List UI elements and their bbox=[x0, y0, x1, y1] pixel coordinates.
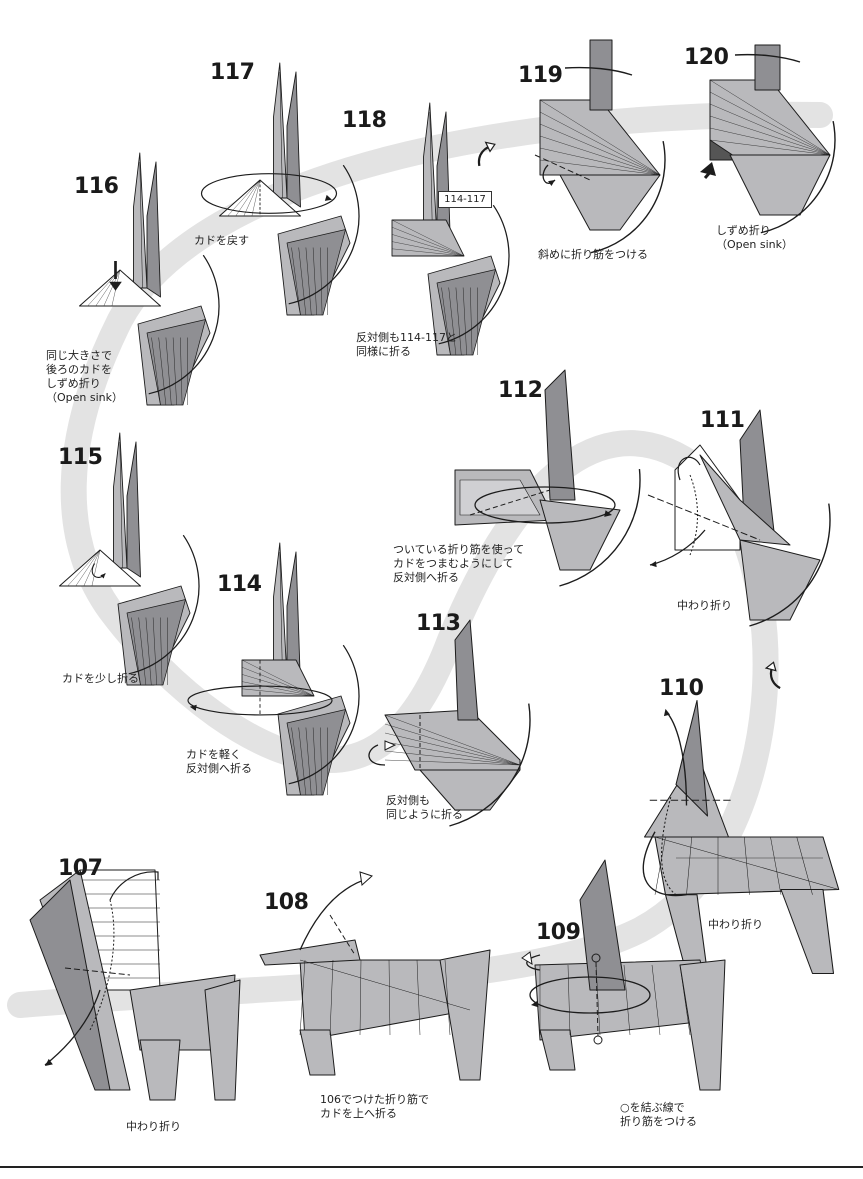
figure-step-120 bbox=[700, 44, 836, 234]
caption-116: 同じ大きさで 後ろのカドを しずめ折り （Open sink） bbox=[46, 349, 124, 404]
figure-step-109 bbox=[521, 859, 726, 1091]
figure-step-107 bbox=[29, 869, 241, 1101]
step-number-120: 120 bbox=[684, 45, 729, 70]
figure-step-118 bbox=[391, 102, 510, 356]
step-number-111: 111 bbox=[700, 408, 745, 433]
turn-over-icon bbox=[764, 661, 781, 690]
step-number-108: 108 bbox=[264, 890, 309, 915]
caption-118: 反対側も114-117と 同様に折る bbox=[356, 331, 457, 358]
caption-114: カドを軽く 反対側へ折る bbox=[186, 748, 252, 775]
page-bottom-rule bbox=[0, 1166, 863, 1168]
figure-step-111 bbox=[647, 409, 831, 690]
step-number-114: 114 bbox=[217, 572, 262, 597]
reference-box-118: 114-117 bbox=[438, 191, 492, 208]
step-number-115: 115 bbox=[58, 445, 103, 470]
figure-step-110 bbox=[642, 699, 840, 975]
step-number-112: 112 bbox=[498, 378, 543, 403]
step-number-116: 116 bbox=[74, 174, 119, 199]
caption-108: 106でつけた折り筋で カドを上へ折る bbox=[320, 1093, 429, 1120]
caption-120: しずめ折り （Open sink） bbox=[716, 224, 794, 251]
caption-112: ついている折り筋を使って カドをつまむようにして 反対側へ折る bbox=[393, 543, 525, 584]
caption-109: ○を結ぶ線で 折り筋をつける bbox=[620, 1101, 697, 1128]
figure-step-119 bbox=[477, 39, 666, 254]
step-number-118: 118 bbox=[342, 108, 387, 133]
figure-step-115 bbox=[59, 432, 200, 686]
figure-step-112 bbox=[454, 369, 641, 587]
step-number-107: 107 bbox=[58, 856, 103, 881]
caption-113: 反対側も 同じように折る bbox=[386, 794, 463, 821]
step-number-110: 110 bbox=[659, 676, 704, 701]
turn-over-icon bbox=[477, 141, 496, 167]
caption-117: カドを戻す bbox=[194, 234, 249, 247]
step-number-119: 119 bbox=[518, 63, 563, 88]
figure-step-116 bbox=[79, 152, 220, 406]
figure-step-117 bbox=[200, 62, 360, 316]
figure-step-113 bbox=[368, 619, 531, 827]
caption-110: 中わり折り bbox=[708, 918, 763, 931]
step-number-113: 113 bbox=[416, 611, 461, 636]
caption-115: カドを少し折る bbox=[62, 672, 139, 685]
caption-119: 斜めに折り筋をつける bbox=[538, 248, 648, 261]
step-number-109: 109 bbox=[536, 920, 581, 945]
figure-step-114 bbox=[187, 542, 360, 796]
caption-107: 中わり折り bbox=[126, 1120, 181, 1133]
caption-111: 中わり折り bbox=[677, 599, 732, 612]
figure-step-108 bbox=[259, 871, 491, 1081]
sink-arrow-icon bbox=[700, 162, 716, 176]
step-number-117: 117 bbox=[210, 60, 255, 85]
